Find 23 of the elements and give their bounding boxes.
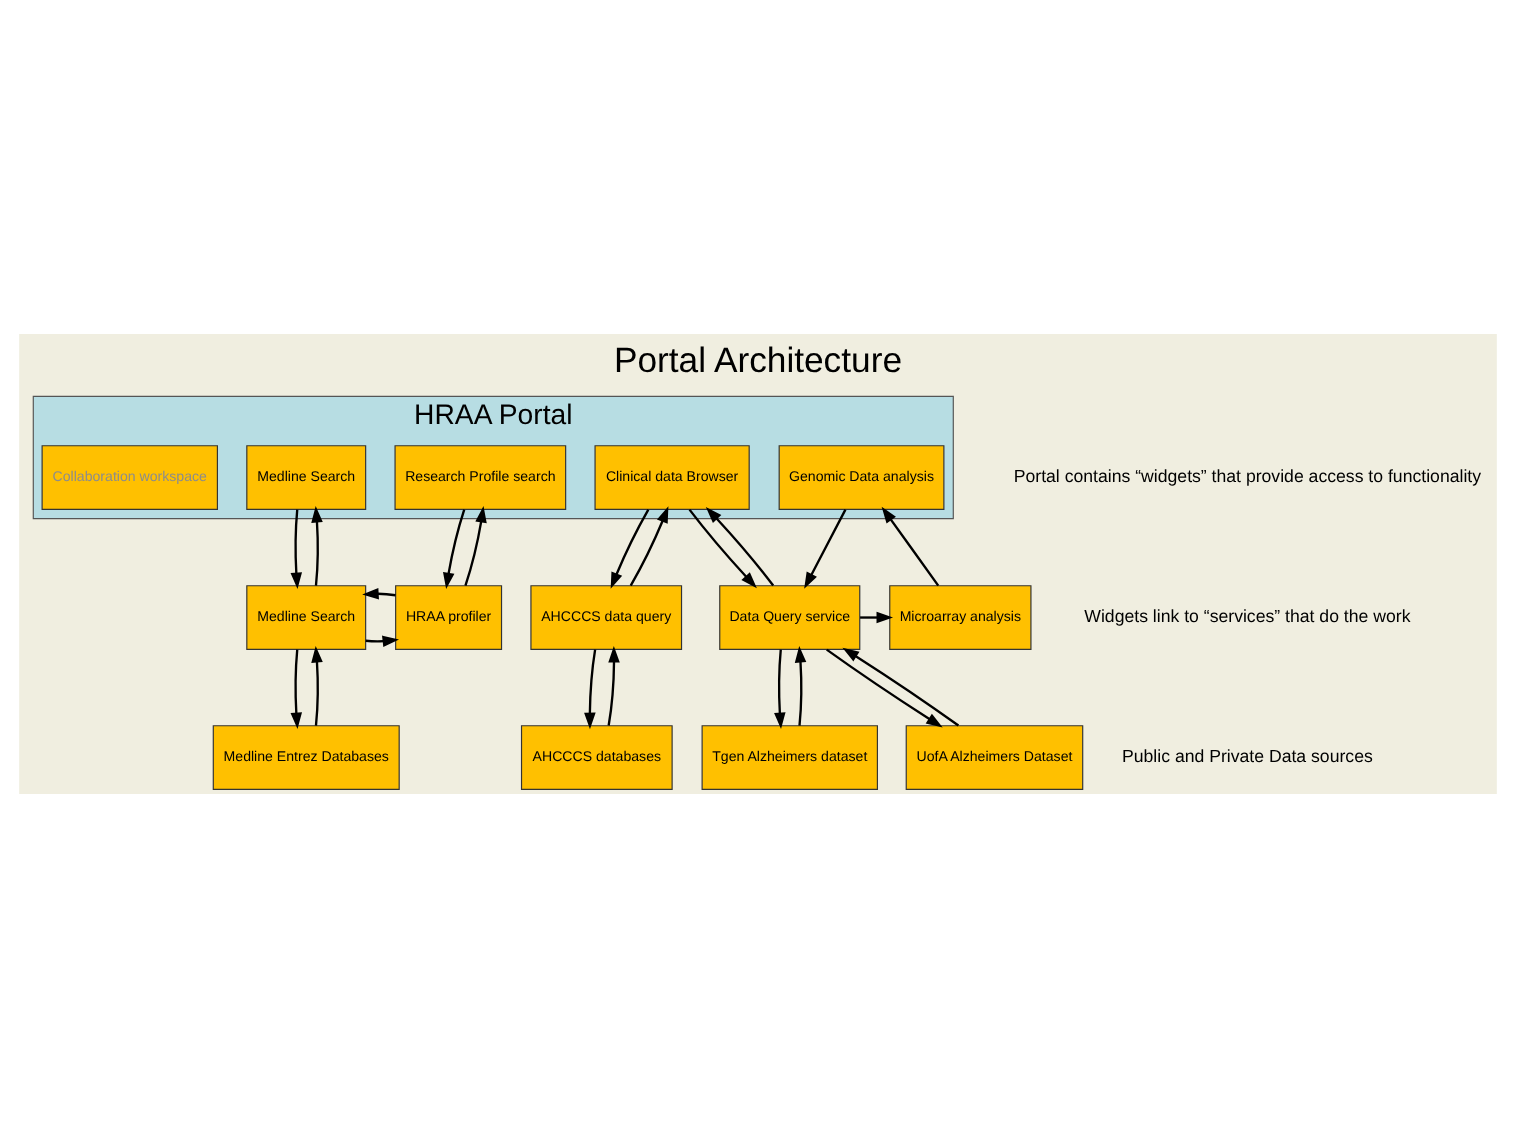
label: Public and Private Data sources bbox=[1122, 744, 1373, 765]
arrow bbox=[607, 645, 620, 725]
arrow bbox=[290, 648, 303, 729]
arrow bbox=[629, 505, 669, 586]
arrow bbox=[443, 508, 466, 589]
arrow bbox=[311, 505, 323, 585]
arrow bbox=[774, 648, 786, 729]
arrow bbox=[610, 508, 650, 588]
arrow bbox=[464, 505, 487, 585]
arrow bbox=[794, 645, 807, 725]
label: Portal contains “widgets” that provide access to functionality bbox=[1013, 464, 1482, 485]
arrow bbox=[860, 610, 893, 623]
diagram-title: Portal Architecture bbox=[613, 338, 903, 379]
arrow bbox=[826, 647, 943, 727]
arrow bbox=[881, 505, 940, 586]
arrow bbox=[705, 506, 775, 586]
label: Widgets link to “services” that do the work bbox=[1084, 604, 1411, 625]
arrow bbox=[842, 646, 960, 726]
arrow bbox=[688, 507, 757, 588]
arrow bbox=[804, 508, 847, 588]
arrow bbox=[311, 645, 323, 725]
arrow bbox=[290, 508, 303, 589]
arrow bbox=[584, 648, 597, 729]
